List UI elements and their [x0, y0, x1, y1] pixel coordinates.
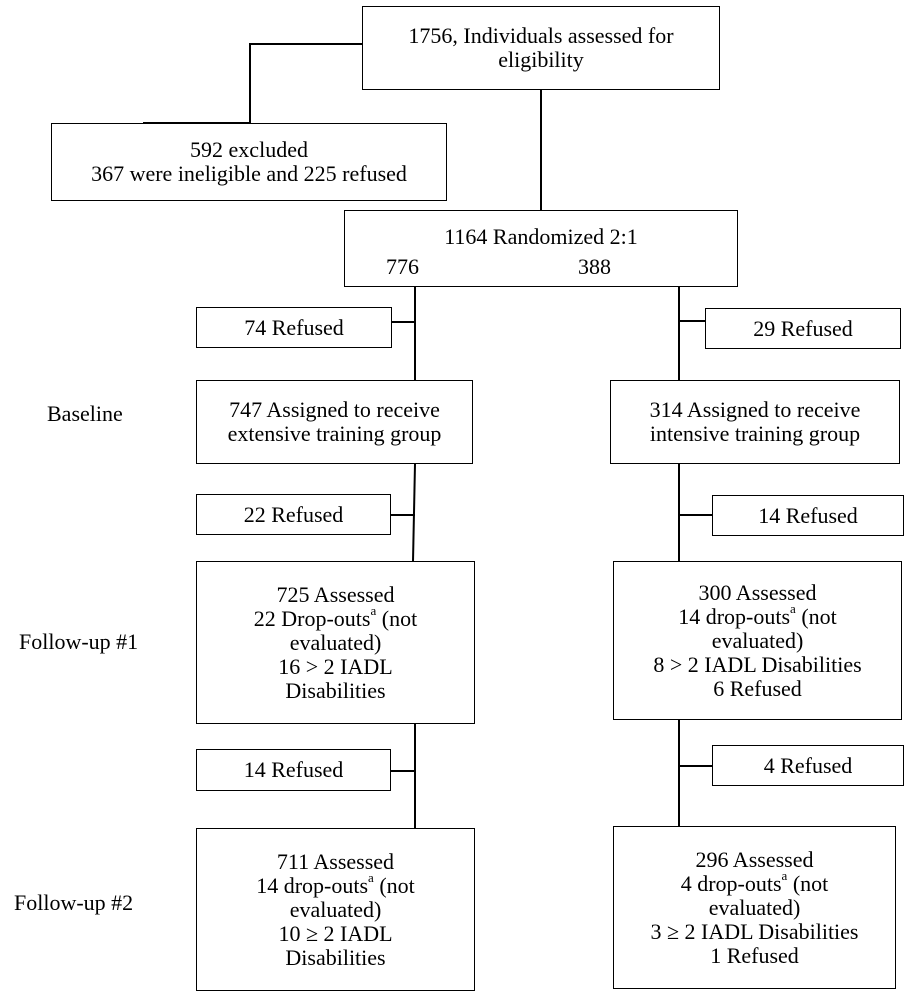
excluded-line-2: 367 were ineligible and 225 refused [91, 161, 407, 186]
left-fu1-dropouts: 22 Drop-outs [253, 605, 371, 631]
randomized-box: 1164 Randomized 2:1 [344, 210, 738, 287]
right-fu2-not: (not [787, 870, 829, 896]
left-fu2-dropouts: 14 drop-outs [256, 872, 369, 898]
right-fu1-dropouts: 14 drop-outs [678, 603, 791, 629]
left-assigned-line-2: extensive training group [227, 421, 442, 446]
left-refused-fu1-box: 22 Refused [196, 494, 391, 535]
right-refused-fu2-box: 4 Refused [712, 745, 904, 786]
randomized-title: 1164 Randomized 2:1 [444, 224, 638, 249]
left-followup-1-box: 725 Assessed 22 Drop-outsa (not evaluate… [196, 561, 475, 724]
left-followup-2-box: 711 Assessed 14 drop-outsa (not evaluate… [196, 828, 475, 991]
right-fu2-footnote-mark: a [781, 868, 788, 884]
left-refused-fu1-text: 22 Refused [243, 501, 344, 527]
right-fu1-footnote-mark: a [790, 601, 796, 617]
stage-label-baseline: Baseline [47, 401, 123, 426]
right-assigned-line-1: 314 Assigned to receive [649, 397, 861, 422]
left-fu2-line-5: Disabilities [285, 944, 386, 970]
right-fu2-line-1: 296 Assessed [695, 846, 814, 872]
left-refused-baseline-box: 74 Refused [196, 307, 392, 348]
right-fu2-dropouts: 4 drop-outs [680, 870, 782, 896]
right-refused-baseline-box: 29 Refused [705, 308, 901, 349]
left-fu1-line-5: Disabilities [285, 677, 386, 703]
eligibility-box: 1756, Individuals assessed for eligibili… [362, 6, 720, 90]
connector-left-trunk-2 [412, 463, 416, 562]
right-fu2-line-2: 4 drop-outsa (not [680, 869, 829, 896]
right-fu1-line-3: evaluated) [711, 627, 804, 653]
left-assigned-line-1: 747 Assigned to receive [229, 397, 440, 422]
left-fu2-line-2: 14 drop-outsa (not [256, 871, 415, 898]
left-assigned-box: 747 Assigned to receive extensive traini… [196, 380, 473, 464]
right-fu1-line-4: 8 > 2 IADL Disabilities [653, 651, 862, 677]
left-fu1-line-3: evaluated) [289, 629, 382, 655]
right-refused-fu1-box: 14 Refused [712, 495, 904, 536]
right-fu2-line-3: evaluated) [708, 894, 801, 920]
left-refused-fu2-text: 14 Refused [243, 757, 344, 782]
stage-label-followup-2: Follow-up #2 [14, 890, 134, 915]
randomized-right-count: 388 [578, 254, 611, 279]
left-fu2-line-1: 711 Assessed [276, 848, 395, 874]
right-refused-fu1-text: 14 Refused [758, 502, 858, 528]
right-fu1-line-2: 14 drop-outsa (not [678, 602, 837, 629]
left-fu2-line-4: 10 ≥ 2 IADL [278, 920, 393, 946]
left-fu1-line-1: 725 Assessed [276, 581, 395, 607]
excluded-box: 592 excluded 367 were ineligible and 225… [51, 123, 447, 201]
excluded-line-1: 592 excluded [190, 137, 308, 162]
left-refused-fu2-box: 14 Refused [196, 749, 391, 791]
right-followup-2-box: 296 Assessed 4 drop-outsa (not evaluated… [613, 826, 896, 989]
left-fu1-footnote-mark: a [370, 603, 377, 619]
right-fu1-not: (not [795, 603, 837, 629]
right-refused-baseline-text: 29 Refused [753, 315, 853, 341]
eligibility-line-1: 1756, Individuals assessed for [408, 23, 674, 48]
left-fu2-footnote-mark: a [368, 870, 374, 886]
left-fu2-line-3: evaluated) [289, 896, 382, 922]
left-fu1-line-4: 16 > 2 IADL [278, 653, 393, 679]
right-fu1-line-1: 300 Assessed [698, 579, 817, 605]
right-fu2-line-4: 3 ≥ 2 IADL Disabilities [650, 918, 859, 944]
right-refused-fu2-text: 4 Refused [763, 752, 853, 778]
left-refused-baseline-text: 74 Refused [244, 314, 344, 340]
left-fu2-not: (not [373, 872, 415, 898]
left-fu1-line-2: 22 Drop-outsa (not [253, 604, 418, 631]
eligibility-line-2: eligibility [498, 47, 584, 72]
right-assigned-line-2: intensive training group [649, 421, 861, 446]
stage-label-followup-1: Follow-up #1 [19, 629, 139, 654]
right-followup-1-box: 300 Assessed 14 drop-outsa (not evaluate… [613, 561, 902, 720]
left-fu1-not: (not [376, 605, 418, 631]
right-fu1-line-5: 6 Refused [713, 675, 802, 701]
right-assigned-box: 314 Assigned to receive intensive traini… [610, 380, 900, 464]
randomized-left-count: 776 [386, 254, 419, 279]
right-fu2-line-5: 1 Refused [710, 942, 799, 968]
